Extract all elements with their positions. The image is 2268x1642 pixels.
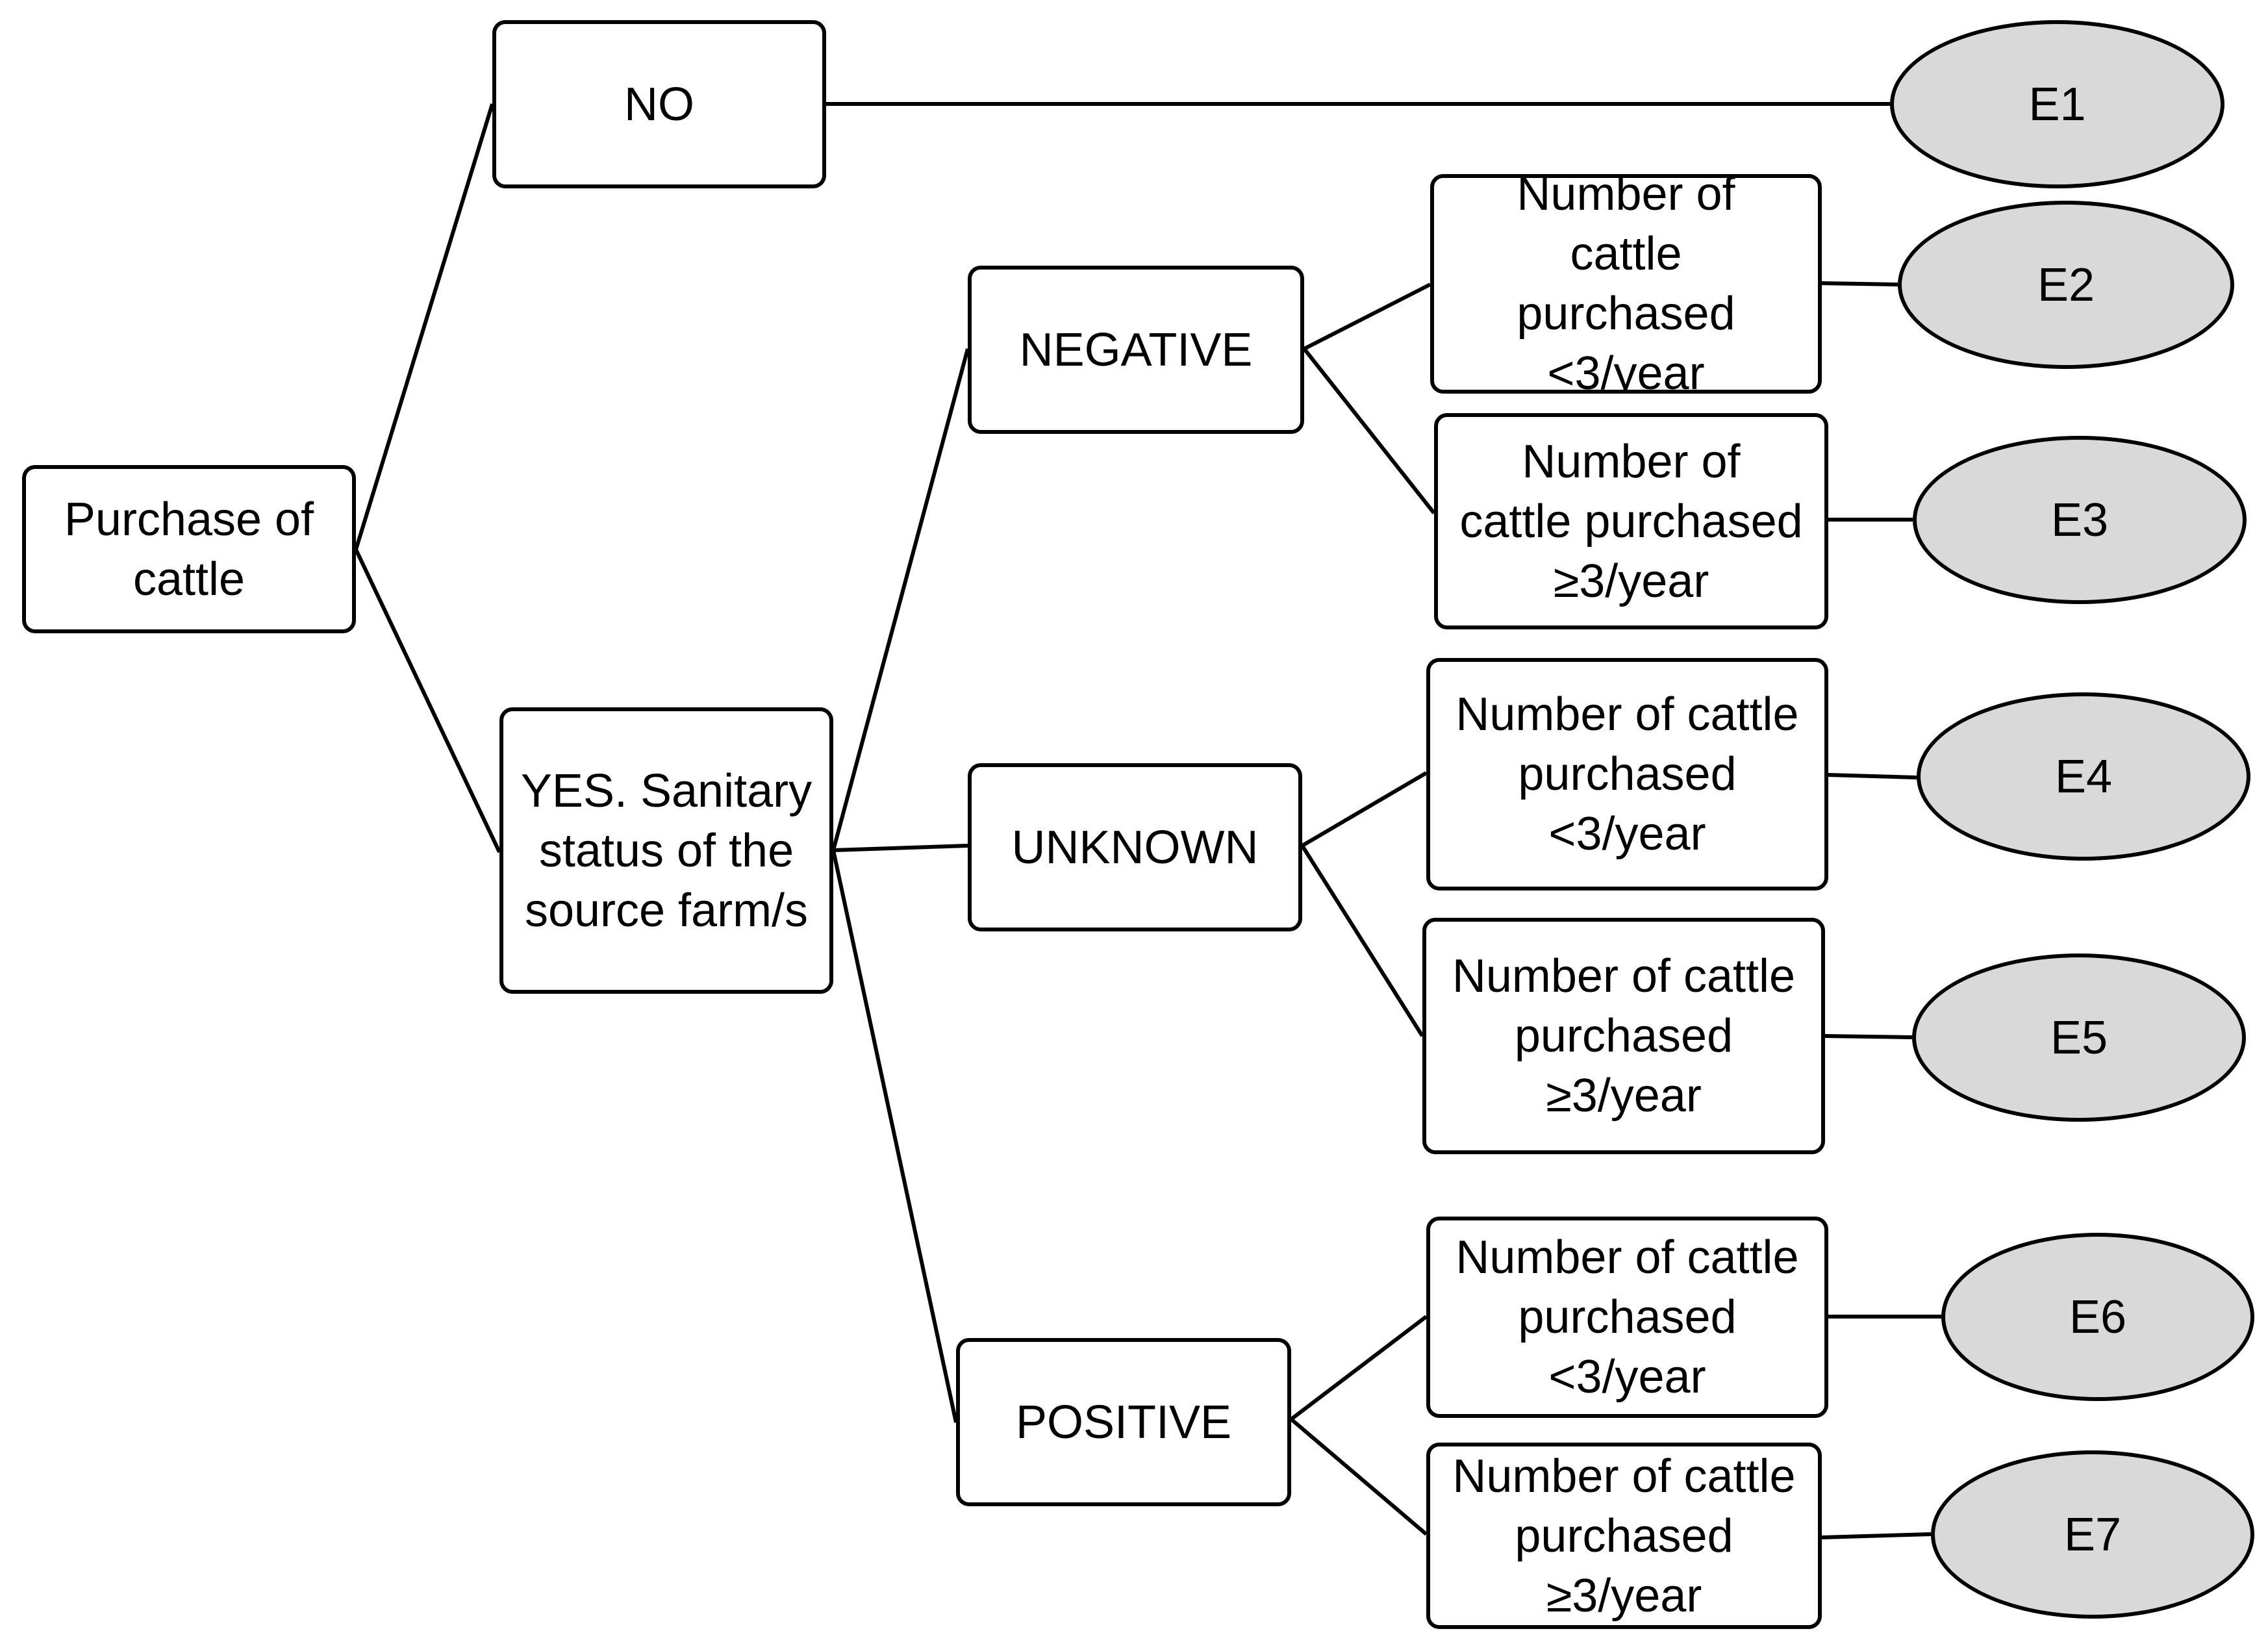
no-branch-label: NO: [624, 78, 694, 131]
count-line: <3/year: [1547, 347, 1705, 394]
endpoint-e5-label: E5: [2050, 1011, 2108, 1064]
endpoint-e4-label: E4: [2054, 750, 2113, 803]
connector-positive-count5: [1290, 1315, 1428, 1421]
connector-count6-e7: [1821, 1532, 1932, 1539]
count-line: purchased: [1517, 288, 1735, 340]
count-node-unknown-lt3: Number of cattle purchased <3/year: [1426, 658, 1828, 890]
connector-yes-unknown: [833, 844, 968, 852]
count-line: Number of: [1517, 174, 1735, 220]
count-line: cattle: [1570, 228, 1682, 280]
endpoint-e7-label: E7: [2063, 1508, 2122, 1561]
connector-positive-count6: [1290, 1417, 1428, 1536]
count-line: purchased: [1518, 1291, 1737, 1343]
endpoint-e6: E6: [1941, 1233, 2254, 1401]
endpoint-e4: E4: [1917, 692, 2250, 861]
connector-count4-e5: [1824, 1034, 1913, 1039]
yes-sanitary-status-node: YES. Sanitary status of the source farm/…: [499, 707, 833, 994]
count-node-positive-ge3: Number of cattle purchased ≥3/year: [1426, 1443, 1822, 1629]
endpoint-e7: E7: [1931, 1450, 2254, 1619]
connector-count1-e2: [1821, 281, 1898, 286]
connector-unknown-count3: [1301, 771, 1428, 848]
connector-yes-negative: [831, 348, 970, 851]
connector-negative-count1: [1303, 283, 1431, 351]
connector-root-yes: [354, 548, 501, 853]
connector-negative-count2: [1302, 347, 1436, 514]
positive-status-node: POSITIVE: [956, 1338, 1291, 1506]
endpoint-e2: E2: [1898, 201, 2234, 369]
positive-status-label: POSITIVE: [1015, 1396, 1232, 1448]
negative-status-label: NEGATIVE: [1019, 323, 1253, 376]
count-node-negative-ge3: Number of cattle purchased ≥3/year: [1434, 413, 1828, 629]
count-line: purchased: [1514, 1010, 1733, 1062]
count-node-negative-lt3: Number of cattle purchased <3/year: [1430, 174, 1822, 394]
endpoint-e5: E5: [1912, 954, 2246, 1122]
purchase-of-cattle-node: Purchase of cattle: [22, 465, 356, 633]
endpoint-e2-label: E2: [2037, 259, 2095, 311]
count-line: <3/year: [1548, 808, 1706, 860]
count-node-positive-lt3: Number of cattle purchased <3/year: [1426, 1217, 1828, 1418]
negative-status-node: NEGATIVE: [968, 266, 1304, 434]
connector-root-no: [354, 103, 494, 550]
endpoint-e6-label: E6: [2069, 1291, 2127, 1343]
count-line: cattle purchased: [1459, 495, 1803, 548]
endpoint-e3: E3: [1913, 436, 2247, 604]
yes-branch-line-1: YES. Sanitary: [520, 764, 813, 817]
yes-branch-line-2: status of the: [538, 824, 794, 877]
count-line: Number of cattle: [1452, 950, 1796, 1002]
connector-count3-e4: [1828, 773, 1917, 779]
unknown-status-label: UNKNOWN: [1011, 821, 1259, 874]
endpoint-e1: E1: [1890, 20, 2224, 188]
connector-yes-positive: [831, 850, 958, 1423]
count-line: Number of cattle: [1455, 688, 1799, 740]
count-line: ≥3/year: [1546, 1569, 1702, 1622]
endpoint-e3-label: E3: [2050, 494, 2109, 546]
purchase-of-cattle-line-2: cattle: [132, 553, 246, 605]
count-line: Number of cattle: [1455, 1232, 1799, 1283]
no-branch-node: NO: [492, 20, 826, 188]
count-line: Number of: [1522, 435, 1741, 488]
count-line: ≥3/year: [1553, 555, 1709, 607]
endpoint-e1-label: E1: [2028, 78, 2086, 131]
purchase-of-cattle-line-1: Purchase of: [64, 493, 314, 546]
count-line: ≥3/year: [1546, 1070, 1702, 1122]
count-line: purchased: [1518, 748, 1737, 800]
connector-unknown-count4: [1300, 844, 1424, 1037]
yes-branch-line-3: source farm/s: [524, 884, 809, 937]
count-node-unknown-ge3: Number of cattle purchased ≥3/year: [1422, 918, 1825, 1154]
count-line: purchased: [1515, 1509, 1733, 1562]
count-line: <3/year: [1548, 1351, 1706, 1403]
count-line: Number of cattle: [1452, 1450, 1796, 1502]
unknown-status-node: UNKNOWN: [968, 763, 1302, 931]
